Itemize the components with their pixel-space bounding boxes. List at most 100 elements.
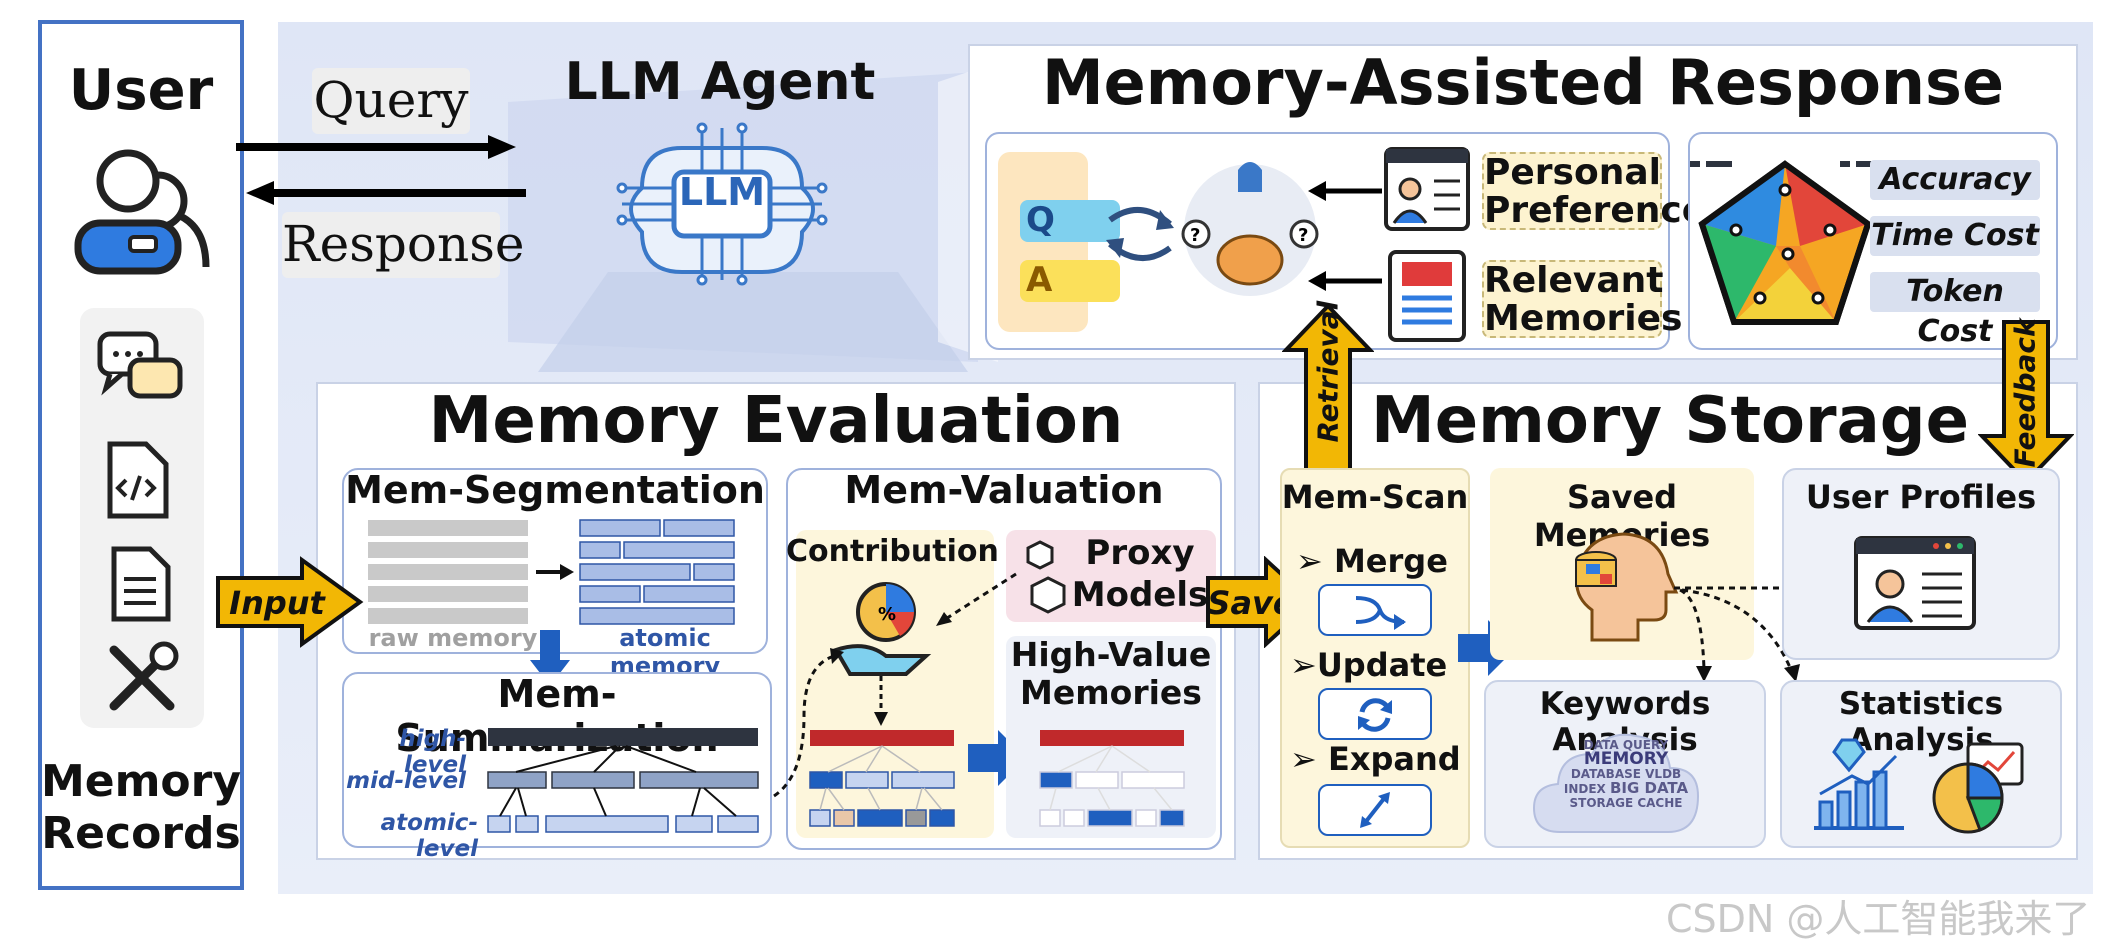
- mem-scan-title: Mem-Scan: [1281, 478, 1469, 516]
- contribution-label: Contribution: [786, 534, 999, 569]
- word-cloud-word: VLDB: [1645, 767, 1682, 781]
- metric-token-cost: Token Cost: [1870, 272, 2040, 349]
- contribution-down-arrow: [874, 676, 888, 726]
- merge-icon: [1355, 596, 1406, 630]
- level-mid: mid-level: [346, 768, 466, 794]
- feedback-arrow-label: Feedback: [2008, 318, 2042, 468]
- user-title: User: [68, 58, 214, 123]
- tools-icon: [109, 641, 179, 711]
- watermark: CSDN @人工智能我来了: [1666, 897, 2091, 941]
- pie-chart-icon: [1932, 742, 2024, 834]
- level-atomic: atomic-level: [380, 810, 478, 862]
- input-arrows: [1308, 181, 1382, 291]
- memory-assisted-response-title: Memory-Assisted Response: [1041, 46, 2005, 119]
- personal-preference-tag: Personal Preference: [1482, 152, 1707, 231]
- segmentation-title: Mem-Segmentation: [345, 468, 765, 512]
- question-bar: [1020, 200, 1120, 242]
- word-cloud-word: QUERY: [1622, 738, 1669, 752]
- llm-chip-icon: [616, 122, 828, 286]
- memory-evaluation-title: Memory Evaluation: [428, 384, 1124, 458]
- scan-item-update: ➢Update: [1290, 646, 1448, 684]
- relevant-memories-line2: Memories: [1484, 298, 1683, 339]
- retrieval-arrow: [1282, 303, 1374, 478]
- profile-card-icon: [1384, 147, 1470, 231]
- word-cloud-word: MEMORY: [1583, 749, 1669, 769]
- high-value-line1: High-Value: [1010, 635, 1212, 674]
- svg-text:?: ?: [1298, 225, 1308, 246]
- memory-records-label: Memory Records: [38, 756, 244, 860]
- relevant-memories-tag: Relevant Memories: [1482, 260, 1683, 339]
- relevant-memories-line1: Relevant: [1484, 260, 1664, 301]
- user-profile-icon: [1854, 536, 1976, 630]
- summary-dashed-arrow: [773, 648, 844, 798]
- merge-button[interactable]: [1318, 584, 1432, 636]
- answer-bar: [1020, 260, 1120, 302]
- cube-icon: [1026, 540, 1066, 614]
- retrieval-arrow-label: Retrieval: [1311, 300, 1345, 443]
- svg-text:%: %: [878, 604, 896, 625]
- proxy-dashed-arrow: [936, 572, 1017, 626]
- input-arrow-label: Input: [229, 584, 325, 622]
- level-high: high-level: [399, 726, 466, 778]
- word-cloud-word: BIG DATA: [1609, 779, 1689, 797]
- contribution-icon: %: [833, 582, 932, 676]
- answer-letter: A: [1026, 260, 1053, 300]
- word-cloud-word: DATABASE: [1570, 767, 1641, 781]
- word-cloud-word: DATA: [1583, 738, 1619, 752]
- memory-storage-title: Memory Storage: [1371, 384, 1969, 458]
- word-cloud: [1532, 733, 1700, 833]
- raw-memory-label: raw memory: [368, 624, 538, 652]
- metric-time-cost: Time Cost: [1870, 216, 2040, 256]
- thinking-brain-icon: ? ?: [1181, 162, 1319, 296]
- high-value-line2: Memories: [1020, 673, 1202, 712]
- update-button[interactable]: [1318, 688, 1432, 740]
- word-cloud-word: CACHE: [1637, 796, 1683, 810]
- update-label: Update: [1316, 646, 1448, 684]
- question-letter: Q: [1026, 200, 1055, 240]
- code-file-icon: [107, 441, 169, 519]
- expand-icon: [1360, 792, 1390, 828]
- llm-chip-label: LLM: [678, 170, 766, 214]
- svg-text:?: ?: [1190, 225, 1200, 246]
- valuation-title: Mem-Valuation: [844, 468, 1164, 512]
- high-value-label: High-Value Memories: [1006, 636, 1216, 712]
- memory-records-line2: Records: [41, 808, 241, 859]
- word-cloud-word: INDEX: [1563, 782, 1606, 796]
- high-value-tree: [1039, 730, 1185, 827]
- query-label: Query: [312, 68, 470, 134]
- qa-card: [998, 152, 1088, 332]
- query-response-arrows: [236, 135, 526, 205]
- statistics-analysis-title: Statistics Analysis: [1838, 686, 2004, 758]
- llm-agent-title: LLM Agent: [564, 52, 876, 112]
- word-cloud-words: DATA QUERY MEMORY DATABASE VLDB INDEX BI…: [1546, 738, 1706, 810]
- word-cloud-word: STORAGE: [1569, 796, 1634, 810]
- radar-chart-icon: [1690, 160, 1880, 325]
- expand-button[interactable]: [1318, 784, 1432, 836]
- scan-item-merge: ➢ Merge: [1296, 542, 1448, 580]
- user-icon: [74, 149, 210, 275]
- proxy-models-line2: Models: [1071, 575, 1209, 615]
- bar-chart-icon: [1814, 738, 1904, 830]
- valuation-tree: [809, 730, 955, 827]
- summarization-tree: [487, 728, 759, 833]
- user-profiles-title: User Profiles: [1805, 478, 2037, 516]
- cycle-arrows-icon: [1106, 206, 1174, 262]
- refresh-icon: [1358, 698, 1392, 732]
- head-database-icon: [1575, 532, 1679, 642]
- personal-preference-line2: Preference: [1484, 190, 1707, 231]
- memory-records-line1: Memory: [40, 756, 242, 807]
- proxy-models-label: Proxy Models: [1070, 532, 1210, 616]
- document-icon: [111, 546, 171, 622]
- input-arrow: [216, 556, 364, 648]
- feedback-arrow: [1978, 320, 2074, 485]
- expand-label: Expand: [1327, 740, 1461, 778]
- chat-icon: [97, 331, 183, 399]
- memory-records-icon: [1388, 250, 1466, 342]
- proxy-models-line1: Proxy: [1085, 533, 1195, 573]
- scan-item-expand: ➢ Expand: [1290, 740, 1461, 778]
- metric-accuracy: Accuracy: [1870, 160, 2040, 200]
- merge-label: Merge: [1333, 542, 1448, 580]
- segmentation-visual: [368, 519, 735, 625]
- response-label: Response: [282, 212, 524, 278]
- personal-preference-line1: Personal: [1484, 152, 1661, 193]
